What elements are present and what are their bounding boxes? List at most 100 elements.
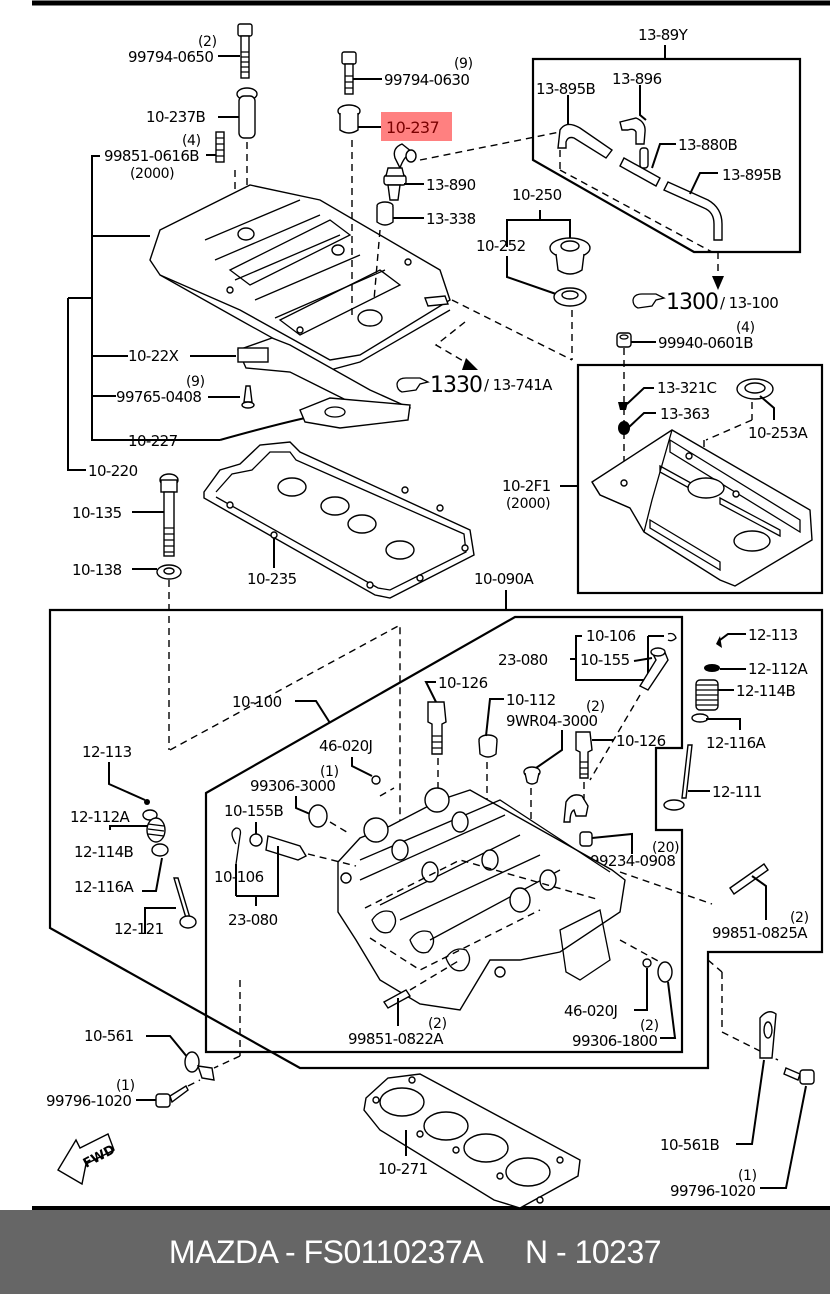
label-10-237-highlighted[interactable]: 10-237: [386, 118, 440, 137]
plug-9WR04-3000: [523, 766, 541, 785]
valve-12-111: [663, 744, 693, 811]
hanger-10-561: [184, 1051, 215, 1081]
cylinder-head-cover: [149, 184, 451, 371]
fwd-arrow-icon: FWD: [57, 1133, 118, 1186]
hose-group-box: [531, 57, 802, 254]
qty-99851-0616B: (4): [182, 133, 201, 149]
label-13-89Y: 13-89Y: [638, 26, 689, 44]
engine-cover-box: [576, 363, 824, 595]
plug-10-112: [478, 734, 498, 758]
stud-99851-0825A: [729, 863, 769, 895]
plug-99306-1800: [657, 961, 673, 983]
label-23-080-a: 23-080: [498, 651, 548, 669]
arrow-icon: [462, 358, 478, 370]
part-10-237-grommet: [337, 104, 361, 134]
label-10-155: 10-155: [580, 651, 630, 669]
hose-13-895B-a: [557, 123, 613, 159]
reference-number: N - 10237: [525, 1233, 662, 1270]
label-10-106-b: 10-106: [214, 868, 264, 886]
seat-12-116A-r: [691, 713, 709, 723]
qty-99234-0908: (20): [652, 840, 679, 856]
label-12-114B-r: 12-114B: [736, 682, 796, 700]
label-99234-0908: 99234-0908: [590, 852, 675, 870]
qty-99794-0650: (2): [198, 34, 217, 50]
hanger-10-561B: [759, 1011, 777, 1059]
qty-46-020J-a: (1): [320, 764, 339, 780]
label-99306-3000: 99306-3000: [250, 777, 335, 795]
ref-1300-number[interactable]: 1300: [666, 290, 719, 315]
label-10-2F1: 10-2F1: [502, 477, 551, 495]
bolt-99794-0650: [237, 23, 253, 79]
label-10-252: 10-252: [476, 237, 526, 255]
brand-part-number: MAZDA - FS0110237A: [168, 1233, 484, 1270]
qty-99796-1020-r: (1): [738, 1168, 757, 1184]
year-99851-0616B: (2000): [130, 166, 174, 182]
label-13-895B-a: 13-895B: [536, 80, 596, 98]
plug-99306-3000: [308, 804, 328, 828]
label-13-890: 13-890: [426, 176, 476, 194]
footer-banner: MAZDA - FS0110237A N - 10237: [0, 1210, 830, 1294]
label-10-090A: 10-090A: [474, 570, 535, 588]
grommet-13-338: [376, 201, 394, 226]
spring-12-114B-r: [695, 679, 719, 711]
qty-99306-1800: (2): [640, 1018, 659, 1034]
cylinder-head-assembly-outline: [48, 608, 824, 1070]
label-10-135: 10-135: [72, 504, 122, 522]
qty-99940-0601B: (4): [736, 320, 755, 336]
label-13-896: 13-896: [612, 70, 662, 88]
label-10-561: 10-561: [84, 1027, 134, 1045]
label-13-363: 13-363: [660, 405, 710, 423]
arrow-down-icon: [712, 276, 724, 290]
label-12-112A-r: 12-112A: [748, 660, 809, 678]
dowel-99234-0908: [579, 831, 593, 847]
label-10-253A: 10-253A: [748, 424, 809, 442]
label-12-113-r: 12-113: [748, 626, 798, 644]
plug-10-126-a: [427, 701, 447, 755]
ball-46-020J-b: [642, 958, 652, 968]
retainer-12-112A-r: [704, 664, 720, 672]
qty-9WR04-3000: (2): [586, 699, 605, 715]
oil-filler-cap: [549, 237, 591, 275]
label-99940-0601B: 99940-0601B: [658, 334, 753, 352]
label-10-138: 10-138: [72, 561, 122, 579]
ref-1330-part[interactable]: / 13-741A: [484, 376, 554, 394]
gasket-10-252: [553, 287, 587, 307]
valve-keeper-12-113-r: [716, 636, 722, 648]
ref-1330-number[interactable]: 1330: [430, 373, 483, 398]
bolt-99796-1020-r: [783, 1067, 815, 1085]
nut-99940-0601B: [616, 332, 632, 348]
screw-99765-0408: [241, 385, 255, 409]
label-12-114B-l: 12-114B: [74, 843, 134, 861]
label-99851-0616B: 99851-0616B: [104, 147, 199, 165]
washer-10-138: [156, 564, 182, 580]
label-46-020J-a: 46-020J: [319, 737, 372, 755]
spring-12-114B-l: [146, 817, 166, 843]
highlight-box: [381, 112, 452, 141]
plug-10-126-b: [575, 731, 593, 779]
joint-13-880B: [619, 147, 661, 187]
label-99306-1800: 99306-1800: [572, 1032, 657, 1050]
label-99765-0408: 99765-0408: [116, 388, 201, 406]
label-99851-0825A: 99851-0825A: [712, 924, 808, 942]
stud-99851-0616B: [215, 131, 225, 163]
label-12-116A-l: 12-116A: [74, 878, 135, 896]
label-10-237B: 10-237B: [146, 108, 206, 126]
label-13-338: 13-338: [426, 210, 476, 228]
label-12-113-l: 12-113: [82, 743, 132, 761]
baffle-plate-10-22X: [237, 337, 412, 421]
keeper-12-113-l: [144, 799, 150, 805]
label-10-126-a: 10-126: [438, 674, 488, 692]
label-10-561B: 10-561B: [660, 1136, 720, 1154]
label-23-080-b: 23-080: [228, 911, 278, 929]
label-46-020J-b: 46-020J: [564, 1002, 617, 1020]
label-10-227: 10-227: [128, 432, 178, 450]
label-99794-0650: 99794-0650: [128, 48, 213, 66]
ref-1300-part[interactable]: / 13-100: [720, 294, 779, 312]
label-13-895B-b: 13-895B: [722, 166, 782, 184]
label-13-880B: 13-880B: [678, 136, 738, 154]
qty-99851-0825A: (2): [790, 910, 809, 926]
grommet-13-363: [618, 421, 630, 435]
ball-46-020J-a: [371, 775, 381, 785]
label-10-220: 10-220: [88, 462, 138, 480]
grommet-13-321C: [618, 402, 628, 410]
